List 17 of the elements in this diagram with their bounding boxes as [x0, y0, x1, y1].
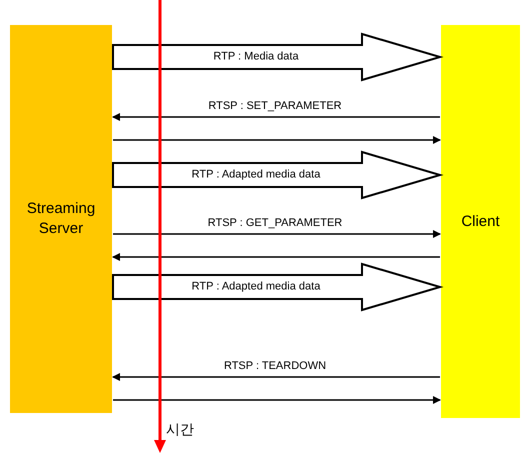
participant-box	[10, 25, 112, 413]
participant-box	[441, 25, 520, 418]
edge-label: RTP : Adapted media data	[192, 280, 320, 294]
edge-label: RTP : Adapted media data	[192, 168, 320, 182]
edge-label: RTSP : GET_PARAMETER	[208, 217, 342, 230]
participant-label: Client	[461, 212, 500, 232]
edge-label: RTSP : SET_PARAMETER	[208, 100, 342, 113]
arrow	[113, 396, 441, 404]
participant-label: Streaming Server	[26, 199, 96, 239]
block-arrow	[112, 32, 444, 82]
arrow	[112, 373, 440, 381]
time-label: 시간	[166, 421, 194, 437]
arrow	[112, 253, 440, 261]
edge-label: RTSP : TEARDOWN	[224, 360, 326, 373]
arrow	[113, 230, 441, 238]
arrow	[112, 113, 440, 121]
arrow	[113, 136, 441, 144]
